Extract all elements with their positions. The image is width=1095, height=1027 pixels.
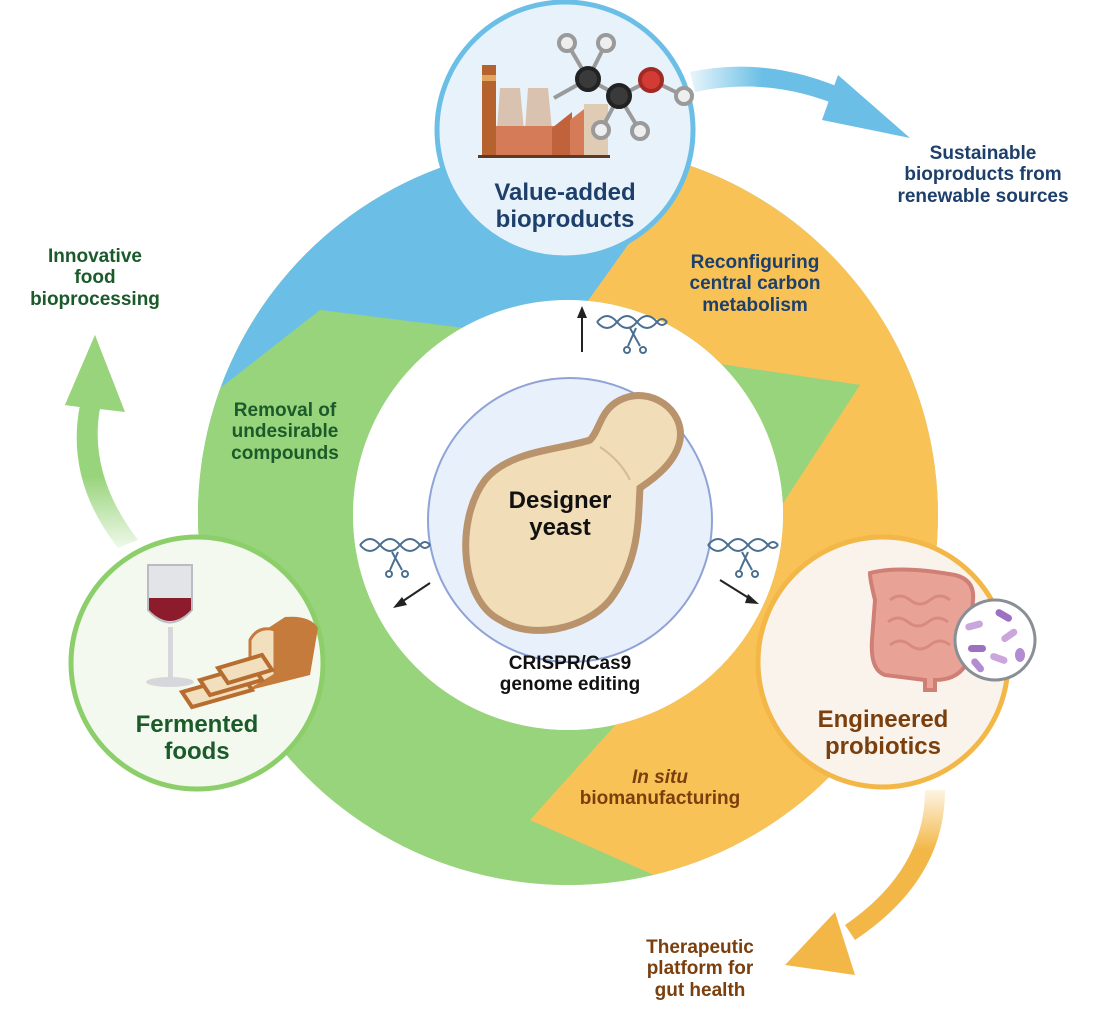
node-label-probiotics: Engineered probiotics: [793, 706, 973, 761]
label-line: CRISPR/Cas9: [508, 653, 632, 674]
crispr-marker-right: [707, 538, 779, 604]
bacteria-magnifier-icon: [953, 598, 1037, 682]
label-line: Therapeutic: [646, 937, 754, 958]
factory-icon: [478, 65, 610, 158]
intestine-icon: [867, 567, 976, 692]
center-title: Designer yeast: [480, 487, 640, 542]
label-line: bioprocessing: [30, 288, 160, 310]
label-line: Designer: [508, 487, 612, 514]
crispr-marker-left: [359, 538, 431, 608]
arrow-to-therapeutic: [785, 790, 945, 975]
node-label-value-added: Value-added bioproducts: [465, 179, 665, 234]
node-value-added[interactable]: [434, 0, 696, 261]
label-line: Reconfiguring: [690, 252, 820, 273]
segment-label-blue: Reconfiguring central carbon metabolism: [660, 252, 850, 316]
label-line: Fermented: [135, 711, 259, 738]
bread-loaf-icon: [178, 616, 318, 710]
label-line: probiotics: [824, 732, 941, 760]
center-method: CRISPR/Cas9 genome editing: [470, 653, 670, 696]
label-line: Innovative: [48, 246, 142, 267]
node-engineered-probiotics[interactable]: [755, 534, 1037, 790]
label-line: food: [74, 267, 116, 289]
label-line: gut health: [654, 979, 746, 1001]
arrow-to-sustainable: [690, 66, 910, 138]
label-line: metabolism: [702, 294, 808, 316]
label-line: Sustainable: [929, 143, 1037, 164]
arrow-to-food-bioprocessing: [65, 335, 138, 548]
yeast-cell-icon: [462, 392, 684, 634]
outcome-food-bioprocessing: Innovative food bioprocessing: [10, 246, 180, 310]
label-line: genome editing: [499, 674, 641, 696]
label-line: undesirable: [231, 421, 339, 443]
label-line: central carbon: [689, 273, 821, 295]
label-line: bioproducts: [495, 205, 635, 233]
dna-scissors-icon: [707, 538, 779, 578]
ring-green-wedge: [197, 310, 350, 560]
node-circle: [68, 534, 326, 792]
label-line: biomanufacturing: [579, 788, 741, 810]
dna-scissors-icon: [596, 315, 668, 354]
dna-scissors-icon: [359, 538, 431, 578]
crispr-marker-top: [577, 306, 668, 354]
label-line: Removal of: [233, 400, 337, 421]
label-line: foods: [164, 737, 230, 765]
outcome-sustainable: Sustainable bioproducts from renewable s…: [868, 143, 1095, 207]
segment-label-yellow: In situ biomanufacturing: [555, 767, 765, 810]
label-line: yeast: [529, 513, 591, 541]
bud-scar: [599, 446, 631, 481]
segment-label-green: Removal of undesirable compounds: [205, 400, 365, 464]
outcome-therapeutic: Therapeutic platform for gut health: [620, 937, 780, 1001]
label-line: Value-added: [494, 179, 636, 206]
node-fermented-foods[interactable]: [68, 534, 326, 792]
node-label-fermented: Fermented foods: [107, 711, 287, 766]
yeast-body: [462, 392, 684, 634]
label-line: Engineered: [817, 706, 949, 733]
label-line: compounds: [231, 442, 339, 464]
label-line: In situ: [632, 767, 688, 788]
label-line: platform for: [646, 958, 754, 980]
wine-glass-icon: [146, 564, 194, 687]
label-line: bioproducts from: [904, 164, 1062, 186]
label-line: renewable sources: [897, 185, 1069, 207]
ethanol-molecule-icon: [553, 33, 694, 141]
